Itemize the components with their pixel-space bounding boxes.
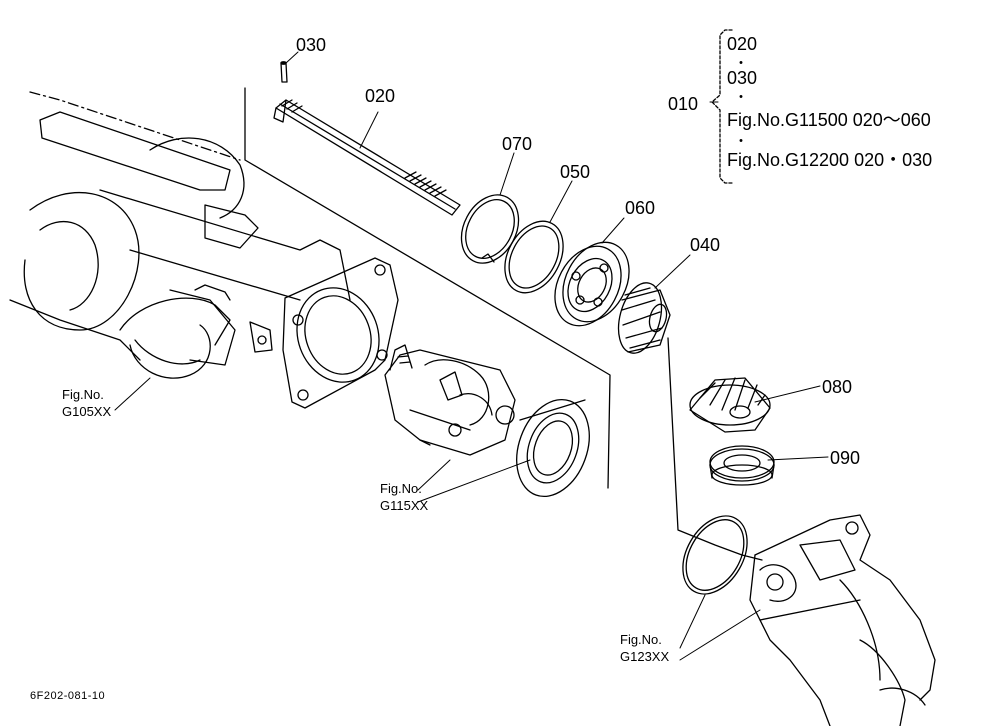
legend-dot-3: ・ (734, 133, 748, 149)
legend-line-g11500: Fig.No.G11500 020～060 (727, 110, 931, 130)
legend-dot-2: ・ (734, 89, 748, 105)
o-ring (670, 505, 760, 606)
label-020: 020 (365, 86, 396, 106)
legend-bracket (712, 30, 732, 183)
ref-g105-line2: G105XX (62, 404, 112, 419)
part-030-pin (281, 62, 287, 82)
ref-g105-line1: Fig.No. (62, 387, 104, 402)
part-070-circlip (450, 185, 530, 273)
legend-line-020: 020 (727, 34, 758, 54)
part-080-bevel-gear (690, 378, 770, 432)
part-050-shim (493, 211, 575, 303)
part-020-shaft (274, 100, 460, 215)
part-060-bearing (542, 231, 642, 337)
leader-lines (115, 52, 828, 660)
axle-housing (10, 92, 350, 378)
legend-dot-1: ・ (734, 55, 748, 71)
ref-g115-line1: Fig.No. (380, 481, 422, 496)
label-010: 010 (668, 94, 699, 114)
ref-g123-line1: Fig.No. (620, 632, 662, 647)
label-060: 060 (625, 198, 656, 218)
side-bearing (504, 389, 602, 506)
legend-line-030: 030 (727, 68, 758, 88)
part-040-bevel-gear (611, 278, 670, 358)
label-080: 080 (822, 377, 853, 397)
legend-line-g12200: Fig.No.G12200 020・030 (727, 150, 933, 170)
differential-assembly (385, 345, 515, 455)
label-050: 050 (560, 162, 591, 182)
gear-case (750, 515, 935, 726)
ref-g123-line2: G123XX (620, 649, 670, 664)
label-040: 040 (690, 235, 721, 255)
label-070: 070 (502, 134, 533, 154)
flange-gasket (283, 258, 398, 408)
ref-g115-line2: G115XX (380, 498, 429, 513)
label-030: 030 (296, 35, 327, 55)
label-090: 090 (830, 448, 861, 468)
alignment-lines (245, 88, 762, 560)
drawing-code: 6F202-081-10 (30, 690, 106, 702)
part-090-bearing (710, 446, 774, 485)
